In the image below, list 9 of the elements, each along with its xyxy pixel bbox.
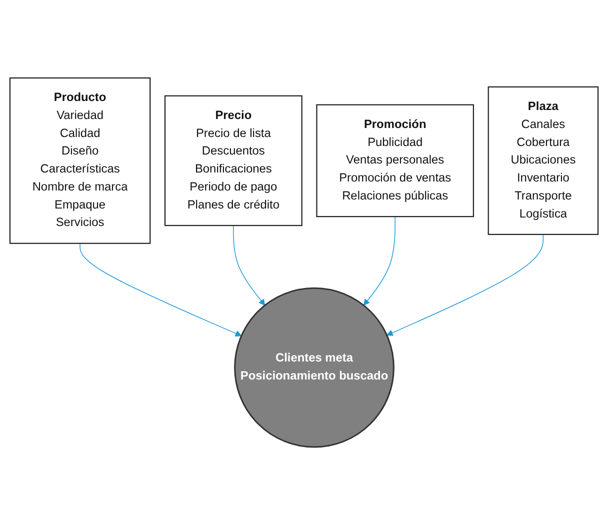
node-box: Producto Variedad Calidad Diseño Características Nombre de marca Empaque Servicios xyxy=(9,76,151,244)
node-box: Promoción Publicidad Ventas personales Promoción de ventas Relaciones públicas xyxy=(316,104,474,217)
arrow xyxy=(80,242,242,336)
node-box: Plaza Canales Cobertura Ubicaciones Inventario Transporte Logística xyxy=(488,86,599,235)
arrow xyxy=(363,216,396,306)
node-box: Precio Precio de lista Descuentos Bonificaciones Periodo de pago Planes de crédito xyxy=(164,94,302,226)
arrow xyxy=(386,234,544,336)
arrow xyxy=(233,224,266,306)
node-circle: Clientes meta Posicionamiento buscado xyxy=(234,286,394,448)
